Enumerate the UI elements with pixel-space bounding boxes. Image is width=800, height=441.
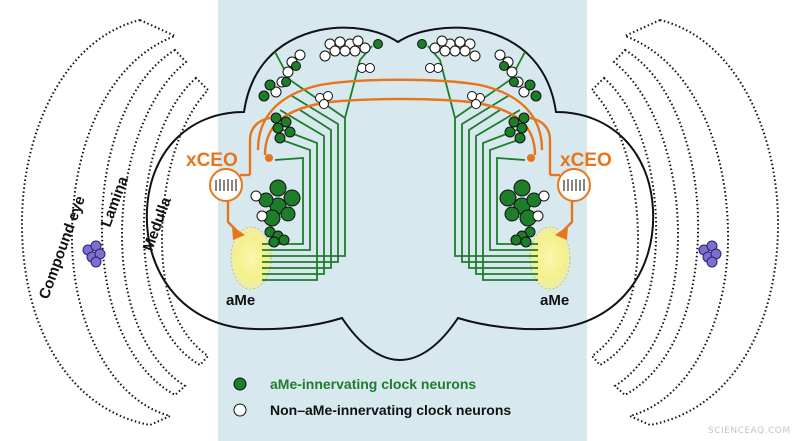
label-ame-right: aMe: [540, 292, 569, 309]
legend-white-label: Non–aMe-innervating clock neurons: [270, 402, 511, 418]
label-lamina: Lamina: [98, 174, 132, 230]
label-compound-eye: Compound eye: [36, 194, 89, 302]
label-ame-left: aMe: [226, 292, 255, 309]
label-medulla: Medulla: [140, 194, 175, 253]
legend-white-marker: [233, 403, 247, 417]
brain-outline: [145, 26, 655, 362]
legend-green-marker: [233, 377, 247, 391]
left-clock-neurons: [250, 35, 383, 248]
ame-glow-left: [230, 226, 272, 290]
xceo-junction-right: [527, 154, 535, 162]
label-xceo-right: xCEO: [560, 150, 612, 171]
ame-glow-right: [529, 226, 571, 290]
label-xceo-left: xCEO: [186, 150, 238, 171]
right-eyelet-cluster: [698, 240, 722, 268]
xceo-arrow-left: [232, 226, 245, 240]
xceo-neuron-right: [557, 168, 591, 202]
left-lamina-outline: [100, 48, 188, 397]
left-compound-eye-outline: [20, 18, 178, 427]
legend: aMe-innervating clock neurons Non–aMe-in…: [233, 376, 511, 418]
left-eyelet-cluster: [82, 240, 106, 268]
xceo-junction-left: [265, 154, 273, 162]
watermark: SCIENCEAQ.COM: [708, 426, 791, 436]
right-medulla-outline: [590, 76, 658, 367]
xceo-arrow-right: [555, 226, 568, 240]
xceo-neuron-left: [209, 168, 243, 202]
legend-green-label: aMe-innervating clock neurons: [270, 376, 476, 392]
right-clock-neurons: [417, 35, 550, 248]
right-compound-eye-outline: [622, 18, 780, 427]
right-lamina-outline: [612, 48, 700, 397]
